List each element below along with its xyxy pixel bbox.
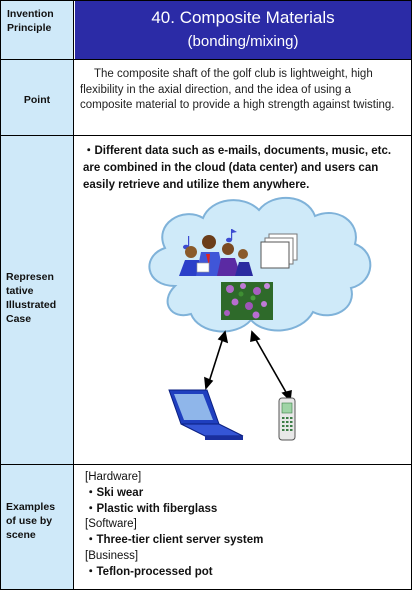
label-line: Examples xyxy=(6,501,56,513)
label-line: Invention xyxy=(7,8,54,20)
software-heading: [Software] xyxy=(85,518,137,531)
laptop-icon xyxy=(168,389,244,440)
principle-subtitle: (bonding/mixing) xyxy=(187,33,299,50)
example-item: ・Three-tier client server system xyxy=(85,534,264,547)
representative-label: Represen tative Illustrated Case xyxy=(1,136,74,464)
invention-principle-label: Invention Principle xyxy=(1,1,74,59)
point-content: The composite shaft of the golf club is … xyxy=(75,60,411,135)
people-icon xyxy=(179,235,253,276)
flower-photo-icon xyxy=(221,282,273,320)
label-line: tative xyxy=(6,285,34,297)
point-row: Point The composite shaft of the golf cl… xyxy=(1,60,411,136)
examples-label: Examples of use by scene xyxy=(1,465,74,589)
point-text: The composite shaft of the golf club is … xyxy=(80,68,395,111)
label-line: Case xyxy=(6,313,32,325)
title-box: 40. Composite Materials (bonding/mixing) xyxy=(75,1,411,59)
point-label: Point xyxy=(1,60,74,135)
music-notes-icon xyxy=(183,229,237,250)
examples-content: [Hardware] ・Ski wear ・Plastic with fiber… xyxy=(75,465,411,589)
examples-list: [Hardware] ・Ski wear ・Plastic with fiber… xyxy=(85,470,263,581)
example-item: ・Teflon-processed pot xyxy=(85,565,213,578)
label-line: scene xyxy=(6,529,36,541)
representative-row: Represen tative Illustrated Case ・Differ… xyxy=(1,136,411,465)
header-row: Invention Principle 40. Composite Materi… xyxy=(1,1,411,60)
label-line: of use by xyxy=(6,515,53,527)
example-item: ・Ski wear xyxy=(85,486,144,499)
cloud-shape xyxy=(148,196,372,333)
label-line: Illustrated xyxy=(6,299,57,311)
double-arrow-icon xyxy=(204,330,292,402)
representative-text: ・Different data such as e-mails, documen… xyxy=(83,145,392,191)
business-heading: [Business] xyxy=(85,549,139,562)
examples-row: Examples of use by scene [Hardware] ・Ski… xyxy=(1,465,411,589)
hardware-heading: [Hardware] xyxy=(85,471,142,483)
representative-content: ・Different data such as e-mails, documen… xyxy=(75,136,411,464)
label-line: Represen xyxy=(6,271,54,283)
label-line: Principle xyxy=(7,22,52,34)
principle-title: 40. Composite Materials xyxy=(151,8,335,27)
cloud-illustration xyxy=(148,196,372,441)
example-item: ・Plastic with fiberglass xyxy=(85,502,218,515)
documents-icon xyxy=(260,233,298,269)
mobile-phone-icon xyxy=(278,397,296,441)
